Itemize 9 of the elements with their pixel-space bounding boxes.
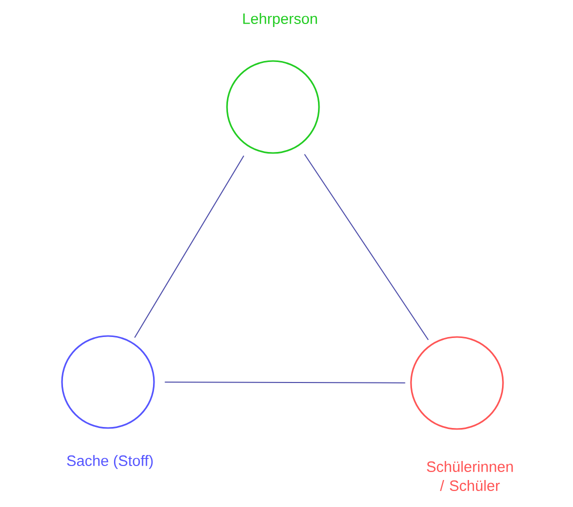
circle-node: Lehrperson bbox=[226, 13, 320, 154]
connector-line bbox=[134, 155, 244, 338]
node-label: Schülerinnen / Schüler bbox=[426, 460, 513, 491]
node-label: Sache (Stoff) bbox=[67, 455, 153, 469]
connector-line bbox=[164, 382, 406, 384]
node-label: Lehrperson bbox=[243, 13, 317, 27]
connector-line bbox=[304, 154, 429, 340]
circle-node: Sache (Stoff) bbox=[61, 335, 155, 469]
circle-node: Schülerinnen / Schüler bbox=[410, 336, 513, 491]
